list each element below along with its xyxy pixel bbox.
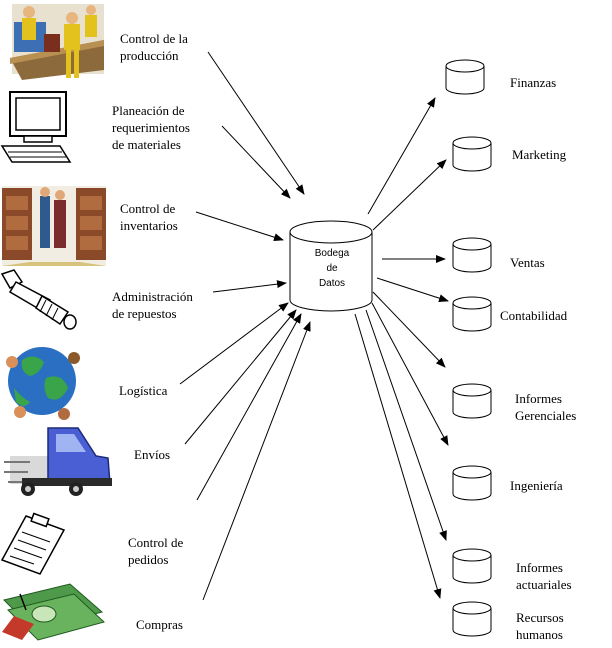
warehouse-label-line-1: Bodega bbox=[314, 248, 350, 259]
targets-label-line: Informes bbox=[515, 391, 562, 406]
arrow-logistica bbox=[179, 302, 289, 385]
targets-label-line: Recursos bbox=[516, 610, 564, 625]
database-icon-contabilidad bbox=[452, 296, 492, 332]
targets-label-line: Marketing bbox=[512, 147, 567, 162]
database-icon-ventas bbox=[452, 237, 492, 273]
targets-label-recursos-humanos: Recursos humanos bbox=[516, 609, 564, 643]
targets-label-informes-actuariales: Informes actuariales bbox=[516, 559, 572, 593]
arrow-inventarios bbox=[195, 211, 284, 242]
arrow-ingenieria bbox=[371, 302, 449, 446]
money-icon bbox=[2, 583, 105, 641]
targets-label-marketing: Marketing bbox=[512, 146, 566, 163]
sources-label-line: inventarios bbox=[120, 218, 178, 233]
targets-label-line: Gerenciales bbox=[515, 408, 577, 423]
warehouse-label: Bodega de Datos bbox=[292, 246, 372, 291]
sources-label-envios: Envíos bbox=[134, 446, 170, 463]
targets-label-contabilidad: Contabilidad bbox=[500, 307, 567, 324]
sources-label-line: Administración bbox=[112, 289, 193, 304]
targets-label-line: Informes bbox=[516, 560, 563, 575]
sources-label-line: Logística bbox=[119, 383, 168, 398]
targets-label-line: humanos bbox=[516, 627, 563, 642]
sources-label-logistica: Logística bbox=[119, 382, 167, 399]
computer-icon bbox=[0, 91, 72, 163]
targets-label-line: Ventas bbox=[510, 255, 545, 270]
targets-label-line: actuariales bbox=[516, 577, 572, 592]
arrow-compras bbox=[202, 321, 311, 601]
warehouse-label-line-2: de bbox=[326, 263, 338, 274]
sources-label-line: Control de bbox=[120, 201, 176, 216]
sources-label-compras: Compras bbox=[136, 616, 183, 633]
database-icon-informes-actuariales bbox=[452, 548, 492, 584]
sources-label-line: producción bbox=[120, 48, 179, 63]
sources-label-repuestos: Administración de repuestos bbox=[112, 288, 193, 322]
targets-label-line: Contabilidad bbox=[500, 308, 568, 323]
database-icon-informes-gerenciales bbox=[452, 383, 492, 419]
arrow-informes-gerenciales bbox=[372, 291, 446, 368]
database-icon-marketing bbox=[452, 136, 492, 172]
sources-label-line: Control de bbox=[128, 535, 184, 550]
sources-label-mrp: Planeación de requerimientos de materiales bbox=[112, 102, 190, 153]
targets-label-line: Ingeniería bbox=[510, 478, 563, 493]
arrow-envios bbox=[184, 309, 297, 445]
globe-icon bbox=[6, 347, 80, 420]
targets-label-ingenieria: Ingeniería bbox=[510, 477, 563, 494]
database-icon-finanzas bbox=[445, 59, 485, 95]
arrow-contabilidad bbox=[376, 277, 449, 303]
sources-label-line: requerimientos bbox=[112, 120, 190, 135]
arrow-recursos-humanos bbox=[354, 313, 442, 599]
factory-workers-icon bbox=[10, 4, 104, 80]
sources-label-line: de materiales bbox=[112, 137, 181, 152]
arrow-produccion bbox=[207, 51, 305, 195]
database-icon-recursos-humanos bbox=[452, 601, 492, 637]
arrow-finanzas bbox=[367, 97, 436, 215]
database-icon-ingenieria bbox=[452, 465, 492, 501]
arrow-informes-actuariales bbox=[365, 309, 447, 541]
targets-label-line: Finanzas bbox=[510, 75, 557, 90]
sources-label-line: de repuestos bbox=[112, 306, 177, 321]
spark-plug-icon bbox=[0, 269, 77, 330]
sources-label-line: pedidos bbox=[128, 552, 169, 567]
targets-label-finanzas: Finanzas bbox=[510, 74, 556, 91]
arrow-repuestos bbox=[212, 280, 287, 293]
database-cylinders bbox=[445, 59, 492, 637]
sources-label-inventarios: Control de inventarios bbox=[120, 200, 178, 234]
warehouse-cylinder bbox=[289, 220, 373, 312]
arrow-pedidos bbox=[196, 313, 302, 501]
warehouse-icon bbox=[2, 186, 106, 266]
sources-label-line: Control de la bbox=[120, 31, 188, 46]
arrow-marketing bbox=[372, 159, 447, 231]
sources-label-pedidos: Control de pedidos bbox=[128, 534, 183, 568]
sources-label-produccion: Control de la producción bbox=[120, 30, 188, 64]
warehouse-label-line-3: Datos bbox=[318, 278, 346, 289]
truck-icon bbox=[4, 427, 112, 496]
clipboard-icon bbox=[0, 512, 66, 575]
sources-label-line: Envíos bbox=[134, 447, 171, 462]
sources-label-line: Planeación de bbox=[112, 103, 185, 118]
sources-label-line: Compras bbox=[136, 617, 183, 632]
targets-label-ventas: Ventas bbox=[510, 254, 545, 271]
arrow-mrp bbox=[221, 125, 291, 199]
